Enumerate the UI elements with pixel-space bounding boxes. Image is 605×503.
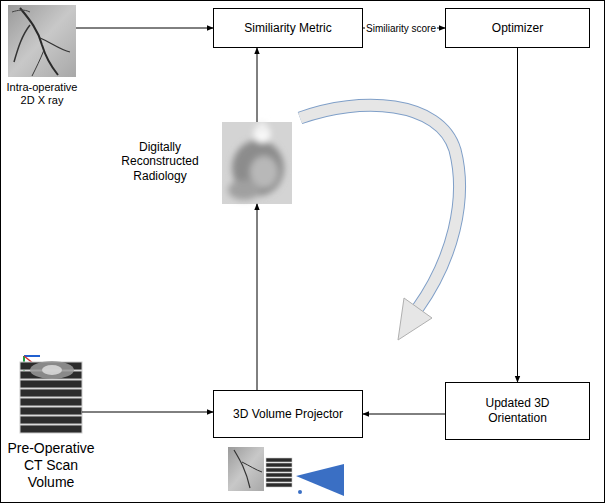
box-label: Updated 3D Orientation [468,396,568,426]
drr-image [222,122,292,204]
box-label: Optimizer [492,21,543,36]
edge-label: Similiarity score [365,22,437,35]
process-box: 3D Volume Projector [213,390,363,438]
ct-volume-node: Pre-Operative CT Scan Volume [20,356,82,434]
box-label: 3D Volume Projector [233,407,343,422]
image-caption: Digitally Reconstructed Radiology [108,140,212,183]
process-box: Updated 3D Orientation [445,382,590,440]
flow-arrow [363,414,445,415]
ct-volume-stack [20,356,82,433]
xray-image [8,5,76,77]
image-caption: Intra-operative 2D X ray [0,81,84,107]
xray-image-node: Intra-operative 2D X ray [8,5,76,77]
box-label: Similiarity Metric [244,21,331,36]
flow-arrow [257,204,258,390]
flow-arrow [517,48,518,382]
image-caption: Pre-Operative CT Scan Volume [1,440,101,490]
process-box: Similiarity Metric [213,8,363,48]
flow-arrow [76,28,213,29]
process-box: Optimizer [445,8,590,48]
flow-arrow [257,48,258,122]
projection-thumbnail [228,447,344,496]
loop-curved-arrow [300,105,460,340]
drr-image-node: Digitally Reconstructed Radiology [222,122,292,204]
flow-arrow [82,412,213,413]
